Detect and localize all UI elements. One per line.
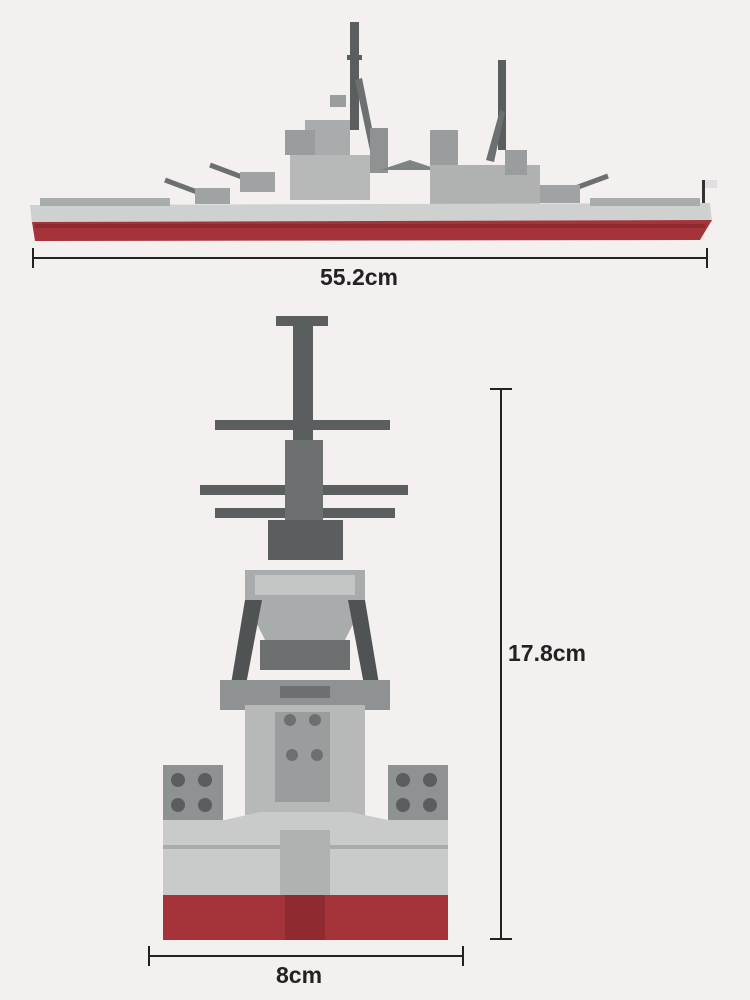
length-dimension-tick-left [32,248,34,268]
height-label: 17.8cm [508,640,587,666]
height-dimension-tick-top [490,388,512,390]
length-dimension-tick-right [706,248,708,268]
width-dimension-tick-left [148,946,150,966]
length-label: 55.2cm [320,264,399,290]
width-label: 8cm [276,962,323,988]
length-dimension-line [32,257,708,259]
side-view-ship [30,22,717,241]
width-dimension-line [148,955,464,957]
height-dimension-tick-bottom [490,938,512,940]
width-dimension-tick-right [462,946,464,966]
height-dimension-line [500,388,502,940]
